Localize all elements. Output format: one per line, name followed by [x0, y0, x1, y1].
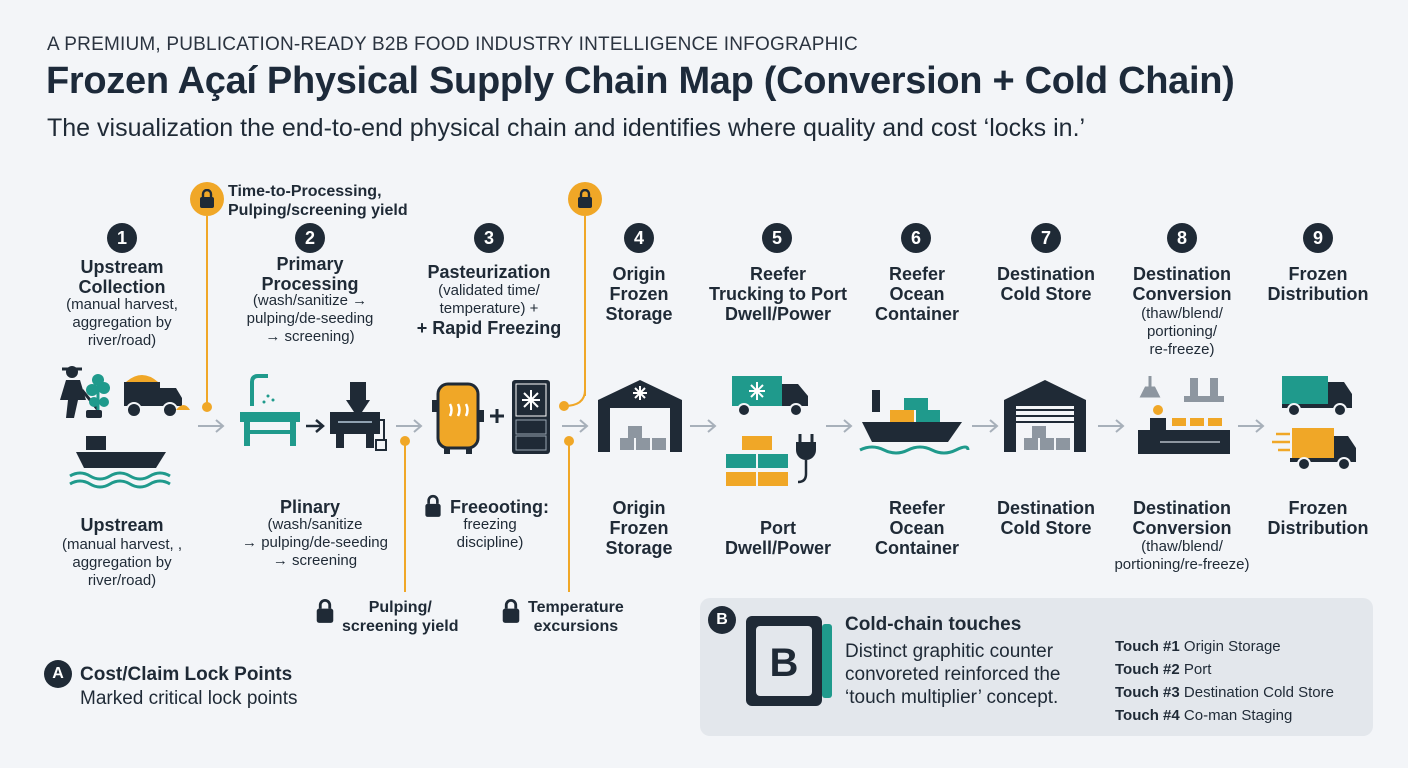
stage-sub-3: (validated time/ temperature) + [438, 282, 540, 317]
lock-point-top-2 [568, 182, 602, 216]
arrow-icon [972, 419, 999, 433]
freezer-icon [512, 380, 550, 454]
delivery-truck-icon [1282, 376, 1352, 417]
delivery-truck-fast-icon [1272, 428, 1356, 471]
bottom-title-3: Freeooting: [450, 497, 549, 517]
legend-a-text: Marked critical lock points [80, 688, 298, 709]
container-stack-icon [726, 436, 788, 486]
legend-b-title: Cold-chain touches [845, 614, 1022, 635]
lock-line-bottom-2 [568, 444, 570, 592]
lock-icon [425, 494, 441, 517]
arrow-icon [1098, 419, 1125, 433]
bottom-title-4: Origin Frozen Storage [605, 498, 673, 558]
stage-sub-1: (manual harvest, aggregation by river/ro… [66, 296, 178, 349]
touch-row-4: Touch #4 Co-man Staging [1115, 707, 1293, 724]
stage-sub-2: (wash/sanitize → pulping/de-seeding → sc… [246, 292, 374, 345]
legend-a-title: Cost/Claim Lock Points [80, 664, 293, 685]
cold-warehouse-icon [598, 380, 682, 452]
destination-warehouse-icon [1004, 380, 1086, 452]
bottom-title-9: Frozen Distribution [1267, 498, 1369, 538]
stage-number-5: 5 [762, 223, 792, 253]
stage-extra-3: + Rapid Freezing [416, 318, 562, 338]
touch-counter-letter: B [770, 641, 799, 685]
stage-number-9: 9 [1303, 223, 1333, 253]
wash-basin-icon [240, 374, 300, 446]
conversion-kitchen-icon [1138, 376, 1230, 454]
bottom-sub-8: (thaw/blend/ portioning/re-freeze) [1114, 538, 1250, 573]
touch-row-2: Touch #2 Port [1115, 661, 1212, 678]
arrow-icon [1238, 419, 1265, 433]
stage-number-4: 4 [624, 223, 654, 253]
bottom-title-5: Port Dwell/Power [724, 518, 832, 558]
stage-title-3: Pasteurization [427, 262, 551, 282]
process-icons-row [60, 366, 1356, 489]
truck-icon [124, 375, 190, 418]
eyebrow: A PREMIUM, PUBLICATION-READY B2B FOOD IN… [47, 34, 858, 55]
stage-title-9: Frozen Distribution [1267, 264, 1369, 304]
bottom-sub-2: (wash/sanitize → pulping/de-seeding → sc… [242, 516, 388, 569]
stage-title-8: Destination Conversion [1132, 264, 1232, 304]
stage-title-6: Reefer Ocean Container [874, 264, 959, 324]
touch-row-1: Touch #1 Origin Storage [1115, 638, 1281, 655]
arrow-icon [198, 419, 225, 433]
bottom-title-8: Destination Conversion [1132, 498, 1232, 538]
arrow-icon [562, 419, 589, 433]
stage-number-2: 2 [295, 223, 325, 253]
lock-line-top-2 [584, 216, 586, 396]
stage-title-4: Origin Frozen Storage [605, 264, 673, 324]
stage-title-7: Destination Cold Store [996, 264, 1095, 304]
legend-b-badge: B [708, 606, 736, 634]
cold-chain-touches-panel: B B Cold-chain touches Distinct graphiti… [700, 598, 1373, 736]
arrow-icon [826, 419, 853, 433]
lock-label-top-1: Time-to-Processing, Pulping/screening yi… [228, 183, 408, 219]
lock-label-bottom-2: Temperature excursions [528, 599, 624, 635]
lock-point-top-1 [190, 182, 224, 216]
stage-title-2: Primary Processing [261, 254, 359, 294]
legend-a-badge: A [44, 660, 72, 688]
lock-icon [502, 599, 520, 623]
pasteurizer-tank-icon [432, 382, 484, 454]
legend-b-text: Distinct graphitic counter convoreted re… [845, 641, 1061, 708]
power-plug-icon [796, 434, 816, 484]
lock-icon [316, 599, 334, 623]
pulper-machine-icon [330, 382, 387, 451]
stage-number-3: 3 [474, 223, 504, 253]
stage-number-8: 8 [1167, 223, 1197, 253]
container-ship-icon [859, 390, 970, 455]
tree-icon [86, 374, 110, 418]
lock-dot-bottom-2 [564, 436, 574, 446]
reefer-truck-icon [732, 376, 808, 417]
lock-line-bottom-1 [404, 444, 406, 592]
touch-counter-icon: B [746, 616, 832, 706]
lock-dot-bottom-1 [400, 436, 410, 446]
arrow-icon [396, 419, 423, 433]
stage-number-7: 7 [1031, 223, 1061, 253]
bottom-sub-3: freezing discipline) [456, 516, 524, 551]
lock-label-bottom-1: Pulping/ screening yield [342, 599, 459, 635]
arrow-icon [306, 419, 325, 433]
stage-title-5: Reefer Trucking to Port Dwell/Power [708, 264, 847, 324]
arrow-icon [690, 419, 717, 433]
bottom-title-1: Upstream [80, 515, 164, 535]
lock-icon [578, 189, 592, 208]
river-boat-icon [69, 436, 171, 489]
page-title: Frozen Açaí Physical Supply Chain Map (C… [46, 60, 1235, 102]
bottom-title-2: Plinary [279, 497, 341, 517]
plus-icon [490, 409, 504, 423]
stage-number-1: 1 [107, 223, 137, 253]
stage-number-6: 6 [901, 223, 931, 253]
touch-row-3: Touch #3 Destination Cold Store [1115, 684, 1334, 701]
page-subtitle: The visualization the end-to-end physica… [47, 114, 1086, 142]
bottom-title-6: Reefer Ocean Container [874, 498, 959, 558]
lock-icon [200, 189, 214, 208]
lock-dot-top-1 [202, 402, 212, 412]
stage-sub-8: (thaw/blend/ portioning/ re-freeze) [1141, 305, 1223, 358]
lock-connector-top-2 [559, 390, 586, 411]
bottom-sub-1: (manual harvest, , aggregation by river/… [61, 536, 183, 589]
lock-line-top-1 [206, 216, 208, 406]
stage-title-1: Upstream Collection [78, 257, 166, 297]
bottom-title-7: Destination Cold Store [996, 498, 1095, 538]
